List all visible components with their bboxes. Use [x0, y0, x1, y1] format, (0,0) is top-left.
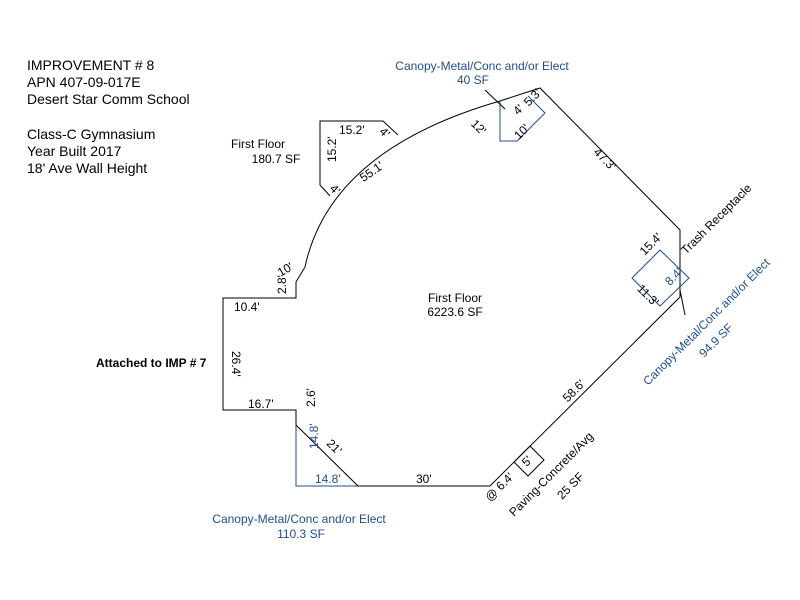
canopy-right-pointer [679, 289, 686, 316]
building-class: Class-C Gymnasium [27, 126, 156, 142]
dim-upper-top: 15.2' [339, 123, 365, 137]
canopy-top-pointer [484, 89, 506, 110]
apn-number: APN 407-09-017E [27, 74, 141, 90]
canopy-bottom-shape [295, 425, 358, 487]
dim-264: 26.4' [229, 351, 243, 377]
building-outline [222, 87, 681, 487]
canopy-right-shape [631, 249, 690, 307]
year-built: Year Built 2017 [27, 143, 122, 159]
paving-dim-note: @ 6.4' [482, 470, 516, 504]
dim-473: 47.3' [591, 145, 619, 173]
dim-curve: 55.1' [357, 159, 386, 185]
canopy-top-label: Canopy-Metal/Conc and/or Elect [395, 59, 569, 73]
dim-154: 15.4' [637, 230, 665, 258]
dim-148-h: 14.8' [315, 472, 341, 486]
canopy-top-area: 40 SF [457, 73, 489, 87]
dim-26: 2.6' [304, 388, 318, 407]
dim-canopy-12: 12' [468, 117, 489, 138]
dim-canopy-10: 10' [511, 121, 532, 142]
school-name: Desert Star Comm School [27, 91, 190, 107]
canopy-top-shape [499, 95, 546, 142]
dim-104: 10.4' [234, 300, 260, 314]
dim-113: 11.3' [634, 282, 661, 309]
main-floor-label: First Floor [428, 291, 482, 305]
dim-21: 21' [324, 436, 345, 457]
wall-height: 18' Ave Wall Height [27, 160, 148, 176]
dim-30: 30' [416, 472, 432, 486]
dim-586: 58.6' [560, 377, 588, 405]
paving-shape [513, 445, 545, 477]
paving-label: Paving-Concrete/Avg [506, 429, 596, 519]
dim-10: 10' [275, 259, 296, 279]
upper-floor-label: First Floor [231, 137, 285, 151]
dim-canopy-4: 4' [510, 102, 526, 118]
dim-28: 2.8' [275, 275, 289, 294]
canopy-bottom-diagonal [295, 424, 359, 487]
canopy-bottom-label: Canopy-Metal/Conc and/or Elect [212, 512, 386, 526]
dim-upper-side: 15.2' [325, 136, 339, 162]
canopy-bottom-area: 110.3 SF [277, 527, 325, 541]
attached-note: Attached to IMP # 7 [96, 356, 207, 370]
dim-148-v: 14.8' [307, 423, 321, 449]
upper-floor-area: 180.7 SF [252, 152, 301, 166]
dim-167: 16.7' [248, 397, 274, 411]
dim-upper-diag-top: 4' [377, 125, 393, 141]
trash-receptacle-label: Trash Receptacle [678, 181, 754, 257]
improvement-title: IMPROVEMENT # 8 [27, 57, 155, 73]
canopy-right-label: Canopy-Metal/Conc and/or Elect [640, 255, 773, 388]
main-floor-area: 6223.6 SF [427, 305, 482, 319]
